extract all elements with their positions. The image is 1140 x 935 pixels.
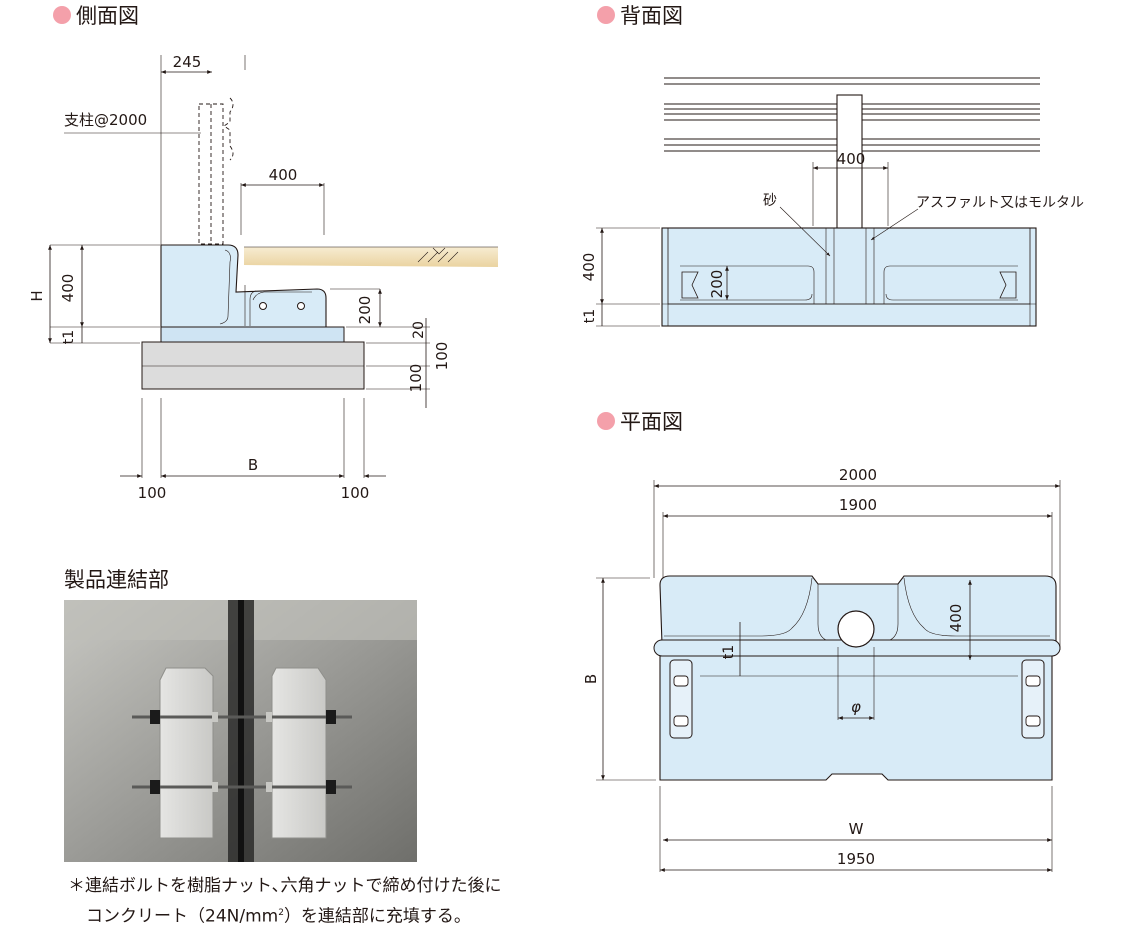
filler-label: アスファルト又はモルタル bbox=[916, 195, 1084, 211]
dim-back-t1: t1 bbox=[582, 309, 598, 323]
title-bullet-icon bbox=[53, 6, 71, 24]
photo-caption-line1: ＊連結ボルトを樹脂ナット､六角ナットで締め付けた後に bbox=[68, 876, 502, 896]
pipe-hole bbox=[837, 610, 875, 648]
dim-base-layer: 100 bbox=[407, 364, 425, 393]
dim-base-total: 100 bbox=[433, 342, 451, 371]
dim-plan-depth: 400 bbox=[947, 604, 965, 633]
dim-plan-bottom: 1950 bbox=[837, 850, 875, 868]
dim-plan-total: 2000 bbox=[839, 466, 877, 484]
dim-plan-t1: t1 bbox=[721, 645, 737, 659]
block-plan-top bbox=[659, 575, 1057, 645]
plan-view-title: 平面図 bbox=[620, 410, 683, 434]
dim-height: 400 bbox=[59, 274, 77, 303]
dim-h-label: H bbox=[28, 290, 46, 301]
title-bullet-icon bbox=[597, 412, 615, 430]
caption-prefix: コンクリート（24N/mm bbox=[86, 906, 279, 927]
post-spacing-label: 支柱@2000 bbox=[64, 111, 147, 129]
block-section bbox=[160, 244, 327, 328]
dim-plan-w: W bbox=[849, 820, 864, 838]
dim-post-offset: 400 bbox=[837, 150, 866, 168]
dim-t1: t1 bbox=[61, 330, 77, 344]
dim-plan-width-label: B bbox=[582, 674, 600, 684]
block-back bbox=[661, 227, 1037, 327]
photo-title: 製品連結部 bbox=[64, 568, 169, 592]
dim-plan-diameter: φ bbox=[851, 698, 861, 716]
title-bullet-icon bbox=[597, 6, 615, 24]
photo-caption-line2: コンクリート（24N/mm2）を連結部に充填する。 bbox=[86, 899, 471, 931]
connection-photo-section: 製品連結部 bbox=[64, 568, 417, 862]
back-view-title: 背面図 bbox=[620, 4, 683, 28]
dim-top-gap: 20 bbox=[411, 321, 427, 339]
dim-width-label: B bbox=[248, 456, 258, 474]
dim-offset: 400 bbox=[269, 166, 298, 184]
dim-left-margin: 100 bbox=[138, 484, 167, 502]
sand-label: 砂 bbox=[763, 193, 777, 209]
block-base bbox=[160, 326, 345, 343]
dim-plan-inner: 1900 bbox=[839, 496, 877, 514]
foundation-layer bbox=[141, 341, 365, 390]
side-view-title: 側面図 bbox=[76, 4, 139, 28]
dim-post-width: 245 bbox=[173, 53, 202, 71]
side-view: 側面図 245 支柱@2000 400 bbox=[28, 4, 498, 502]
caption-suffix: ）を連結部に充填する。 bbox=[283, 906, 471, 927]
dim-back-height: 400 bbox=[580, 253, 598, 282]
connection-photo bbox=[64, 600, 417, 862]
caption-superscript: 2 bbox=[278, 908, 284, 918]
dim-right-margin: 100 bbox=[341, 484, 370, 502]
post-outline bbox=[198, 103, 224, 245]
plan-view: 平面図 2000 1900 400 t1 φ bbox=[582, 410, 1061, 872]
dim-back-inner: 200 bbox=[708, 270, 726, 299]
back-view: 背面図 400 砂 ア bbox=[580, 4, 1084, 327]
dim-notch-height: 200 bbox=[356, 296, 374, 325]
